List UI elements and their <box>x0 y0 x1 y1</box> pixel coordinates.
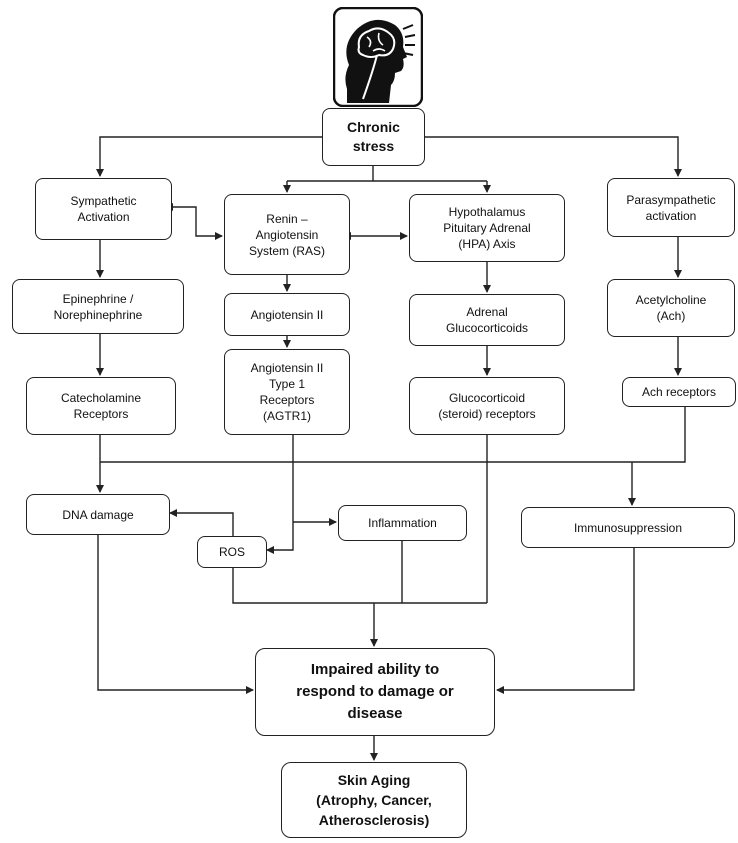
catecholamine-receptors-label: Catecholamine Receptors <box>60 391 142 421</box>
angiotensin-ii-label: Angiotensin II <box>250 307 324 322</box>
angiotensin-ii-box: Angiotensin II <box>224 293 350 336</box>
adrenal-glucocorticoids-label: Adrenal Glucocorticoids <box>445 305 529 335</box>
glucocorticoid-receptors-label: Glucocorticoid (steroid) receptors <box>438 391 536 421</box>
parasympathetic-activation-box: Parasympathetic activation <box>607 178 735 237</box>
adrenal-glucocorticoids-box: Adrenal Glucocorticoids <box>409 294 565 346</box>
acetylcholine-box: Acetylcholine (Ach) <box>607 279 735 337</box>
skin-aging-label: Skin Aging (Atrophy, Cancer, Atheroscler… <box>316 772 432 828</box>
sympathetic-activation-box: Sympathetic Activation <box>35 178 172 240</box>
epinephrine-label: Epinephrine / Norephinephrine <box>53 291 143 322</box>
chronic-stress-label: Chronic stress <box>347 119 400 154</box>
epinephrine-box: Epinephrine / Norephinephrine <box>12 279 184 334</box>
ros-box: ROS <box>197 536 267 568</box>
ros-label: ROS <box>218 545 245 559</box>
agtr1-box: Angiotensin II Type 1 Receptors (AGTR1) <box>224 349 350 435</box>
immunosuppression-box: Immunosuppression <box>521 507 735 548</box>
acetylcholine-label: Acetylcholine (Ach) <box>635 293 707 323</box>
sympathetic-activation-label: Sympathetic Activation <box>70 194 137 224</box>
dna-damage-label: DNA damage <box>62 507 134 522</box>
dna-damage-box: DNA damage <box>26 494 170 535</box>
ras-label: Renin – Angiotensin System (RAS) <box>248 211 325 258</box>
hpa-axis-label: Hypothalamus Pituitary Adrenal (HPA) Axi… <box>443 205 531 251</box>
stressed-head-brain-icon <box>332 6 424 108</box>
ach-receptors-box: Ach receptors <box>622 377 736 407</box>
glucocorticoid-receptors-box: Glucocorticoid (steroid) receptors <box>409 377 565 435</box>
parasympathetic-activation-label: Parasympathetic activation <box>626 192 716 223</box>
hpa-axis-box: Hypothalamus Pituitary Adrenal (HPA) Axi… <box>409 194 565 262</box>
impaired-ability-label: Impaired ability to respond to damage or… <box>296 661 454 722</box>
inflammation-box: Inflammation <box>338 505 467 541</box>
immunosuppression-label: Immunosuppression <box>573 520 683 535</box>
ras-box: Renin – Angiotensin System (RAS) <box>224 194 350 275</box>
agtr1-label: Angiotensin II Type 1 Receptors (AGTR1) <box>250 361 324 423</box>
skin-aging-box: Skin Aging (Atrophy, Cancer, Atheroscler… <box>281 762 467 838</box>
catecholamine-receptors-box: Catecholamine Receptors <box>26 377 176 435</box>
chronic-stress-box: Chronic stress <box>322 108 425 166</box>
ach-receptors-label: Ach receptors <box>641 385 717 399</box>
inflammation-label: Inflammation <box>368 516 437 530</box>
impaired-ability-box: Impaired ability to respond to damage or… <box>255 648 495 736</box>
